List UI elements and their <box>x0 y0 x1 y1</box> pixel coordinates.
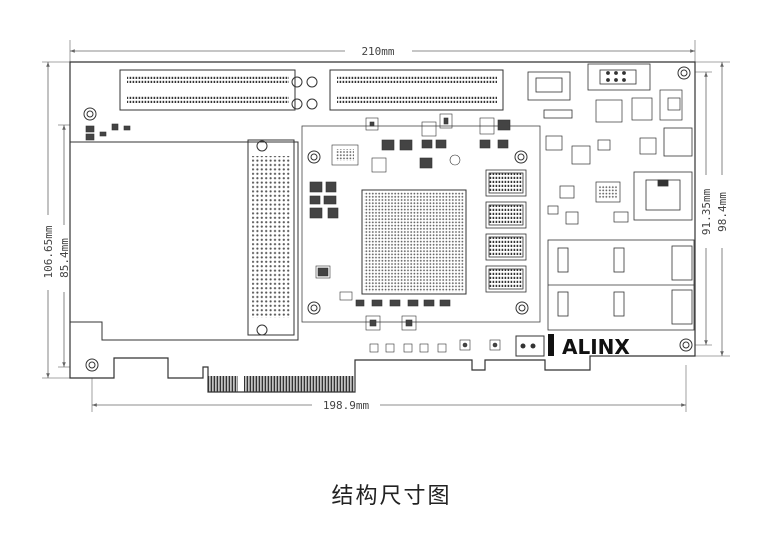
drawing-caption: 结构尺寸图 <box>331 484 452 509</box>
ethernet-port <box>633 127 693 221</box>
header-connector-left <box>119 69 296 111</box>
dimension-top: 210mm <box>69 40 696 62</box>
left-outer-height-label: 106.65mm <box>42 225 55 278</box>
header-connector-right <box>329 69 504 111</box>
dimension-right-outer: 98.4mm <box>686 61 730 357</box>
dimension-right-inner: 91.35mm <box>695 71 713 346</box>
pcie-gold-fingers <box>208 376 354 392</box>
bracket-region <box>70 141 299 341</box>
expansion-header <box>247 139 295 336</box>
right-outer-height-label: 98.4mm <box>716 192 729 232</box>
sfp-cages <box>547 239 695 331</box>
bottom-width-label: 198.9mm <box>323 399 370 412</box>
brand-logo-text: ALINX <box>562 335 630 359</box>
misc-ics-right <box>545 89 683 225</box>
top-width-label: 210mm <box>361 45 394 58</box>
power-connector <box>587 63 651 91</box>
right-inner-height-label: 91.35mm <box>700 188 713 235</box>
left-inner-height-label: 85.4mm <box>58 238 71 278</box>
dimension-left-inner: 85.4mm <box>58 124 71 368</box>
dimension-bottom: 198.9mm <box>91 365 687 412</box>
components <box>85 113 511 353</box>
ddr-memory <box>485 169 527 293</box>
dimension-left-outer: 106.65mm <box>42 61 92 379</box>
fpga-chip <box>301 125 541 323</box>
brand-logo: ALINX <box>515 334 630 359</box>
pcb-outline <box>69 61 696 393</box>
sd-card-slot <box>527 71 573 119</box>
